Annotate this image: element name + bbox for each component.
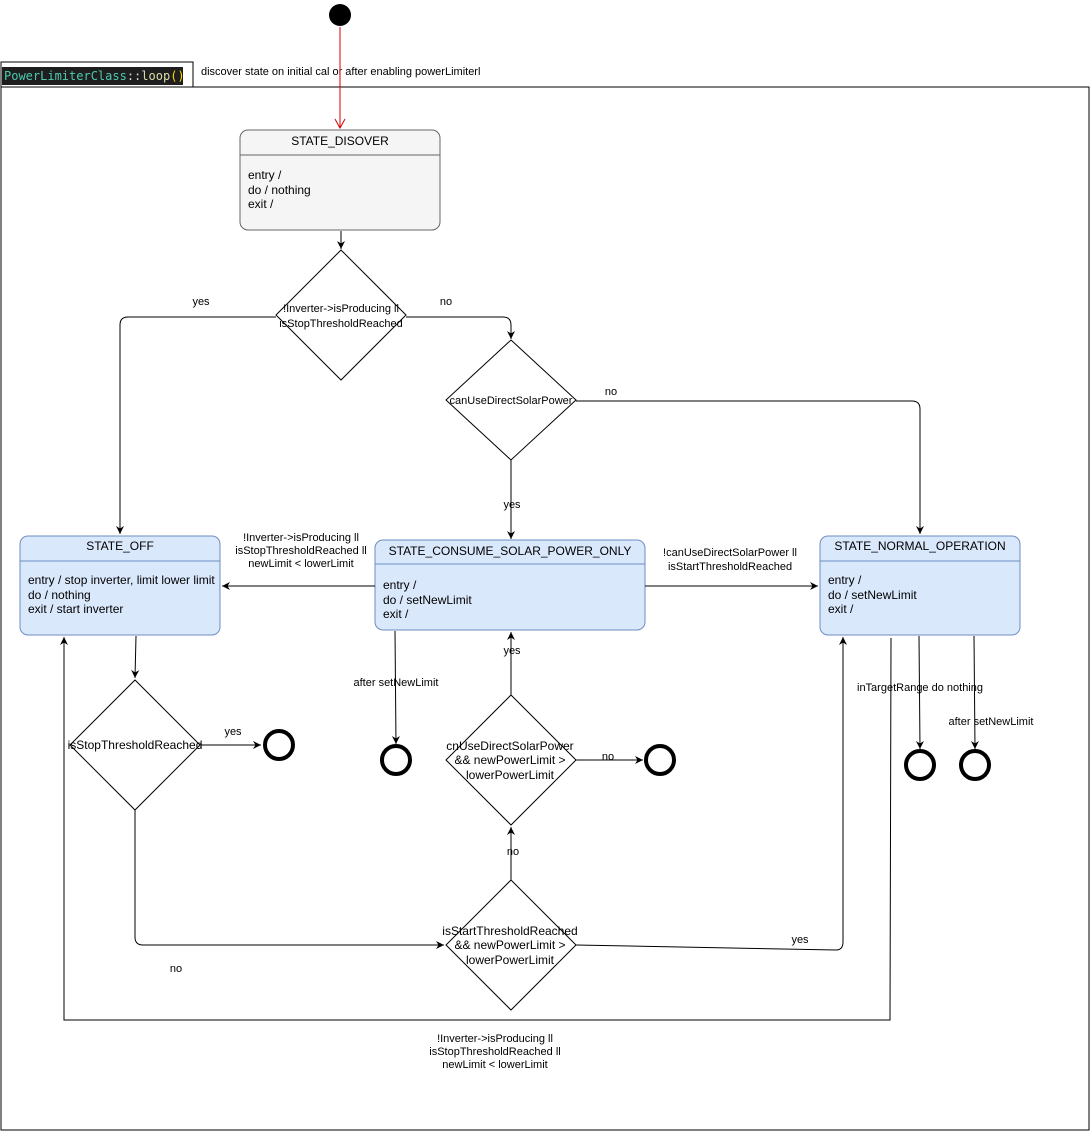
label-no-d2: no bbox=[605, 386, 617, 398]
initial-node bbox=[329, 4, 351, 26]
final-node-d3 bbox=[263, 729, 295, 761]
label-yes-d3: yes bbox=[224, 726, 242, 738]
label-after-consume: after setNewLimit bbox=[354, 677, 439, 689]
label-yes-d5: yes bbox=[791, 934, 809, 946]
label-normal-off-2: isStopThresholdReached ll bbox=[429, 1046, 560, 1058]
transition-off-d3 bbox=[131, 635, 140, 679]
label-consume-off-1: !Inverter->isProducing ll bbox=[243, 532, 359, 544]
label-yes-d4: yes bbox=[503, 645, 521, 657]
state-off-title: STATE_OFF bbox=[86, 539, 154, 553]
decision-d4 bbox=[445, 694, 577, 826]
label-consume-normal-1: !canUseDirectSolarPower ll bbox=[663, 547, 797, 559]
state-consume-entry: entry / bbox=[383, 578, 417, 592]
transition-consume-final bbox=[391, 630, 400, 745]
state-discover: STATE_DISOVER entry / do / nothing exit … bbox=[239, 129, 441, 231]
state-off-do: do / nothing bbox=[28, 588, 91, 602]
state-discover-title: STATE_DISOVER bbox=[291, 134, 389, 148]
code-method: loop bbox=[141, 69, 170, 83]
state-discover-exit: exit / bbox=[248, 197, 274, 211]
state-normal-title: STATE_NORMAL_OPERATION bbox=[834, 539, 1005, 553]
transition-d3-no bbox=[134, 810, 444, 949]
state-normal: STATE_NORMAL_OPERATION entry / do / setN… bbox=[819, 535, 1021, 636]
state-off-exit: exit / start inverter bbox=[28, 602, 123, 616]
label-yes-d1: yes bbox=[192, 296, 210, 308]
final-node-intarget bbox=[904, 749, 936, 781]
state-discover-do: do / nothing bbox=[248, 183, 311, 197]
decision-d4-line1: cnUseDirectSolarPower bbox=[446, 739, 573, 753]
label-no-d3: no bbox=[170, 963, 182, 975]
state-consume-box bbox=[375, 540, 645, 630]
decision-d1-line2: isStopThresholdReached bbox=[279, 318, 403, 330]
state-consume-title: STATE_CONSUME_SOLAR_POWER_ONLY bbox=[389, 544, 632, 558]
code-sep: :: bbox=[127, 69, 141, 83]
label-after-normal: after setNewLimit bbox=[949, 716, 1034, 728]
decision-d5-line1: isStartThresholdReached bbox=[442, 924, 577, 938]
label-in-target: inTargetRange do nothing bbox=[857, 682, 983, 694]
label-no-d4: no bbox=[602, 751, 614, 763]
label-consume-off-2: isStopThresholdReached ll bbox=[235, 545, 366, 557]
state-consume: STATE_CONSUME_SOLAR_POWER_ONLY entry / d… bbox=[374, 539, 646, 631]
decision-d4-line2: && newPowerLimit > bbox=[454, 753, 565, 767]
label-normal-off-3: newLimit < lowerLimit bbox=[442, 1059, 547, 1071]
label-normal-off-1: !Inverter->isProducing ll bbox=[437, 1033, 553, 1045]
label-no-d5: no bbox=[507, 846, 519, 858]
final-node-d4 bbox=[644, 744, 676, 776]
decision-d2-line1: canUseDirectSolarPower bbox=[450, 395, 573, 407]
decision-d5-line3: lowerPowerLimit bbox=[466, 953, 555, 967]
decision-d4-line3: lowerPowerLimit bbox=[466, 768, 555, 782]
transition-d1-no bbox=[406, 316, 515, 339]
state-normal-exit: exit / bbox=[828, 602, 854, 616]
state-normal-entry: entry / bbox=[828, 573, 862, 587]
transition-d1-yes bbox=[116, 316, 276, 534]
transition-normal-intarget bbox=[915, 635, 924, 750]
code-parens: () bbox=[170, 69, 184, 83]
transition-d5-yes bbox=[575, 637, 847, 951]
state-consume-exit: exit / bbox=[383, 607, 409, 621]
final-node-after-normal bbox=[959, 749, 991, 781]
label-no-d1: no bbox=[440, 296, 452, 308]
transition-normal-off bbox=[60, 637, 892, 1021]
frame-caption: discover state on initial cal or after e… bbox=[201, 66, 480, 78]
decision-d1-line1: !Inverter->isProducing ll bbox=[283, 303, 399, 315]
transition-normal-after bbox=[970, 635, 979, 750]
transition-d2-no bbox=[576, 400, 924, 534]
state-off-entry: entry / stop inverter, limit lower limit bbox=[28, 573, 215, 587]
code-class: PowerLimiterClass bbox=[4, 69, 127, 83]
label-consume-normal-2: isStartThresholdReached bbox=[668, 561, 792, 573]
label-yes-d2: yes bbox=[503, 499, 521, 511]
label-consume-off-3: newLimit < lowerLimit bbox=[248, 558, 353, 570]
final-node-consume bbox=[380, 744, 412, 776]
decision-d5 bbox=[445, 879, 577, 1011]
state-consume-do: do / setNewLimit bbox=[383, 593, 472, 607]
decision-d5-line2: && newPowerLimit > bbox=[454, 938, 565, 952]
code-tag: PowerLimiterClass::loop() bbox=[4, 69, 185, 83]
decision-d1 bbox=[275, 249, 407, 381]
state-discover-entry: entry / bbox=[248, 168, 282, 182]
code-tag-bg bbox=[2, 67, 183, 85]
state-normal-do: do / setNewLimit bbox=[828, 588, 917, 602]
state-off: STATE_OFF entry / stop inverter, limit l… bbox=[19, 535, 221, 636]
decision-d3-line1: isStopThresholdReached bbox=[68, 738, 203, 752]
frame-border bbox=[0, 61, 1090, 1131]
